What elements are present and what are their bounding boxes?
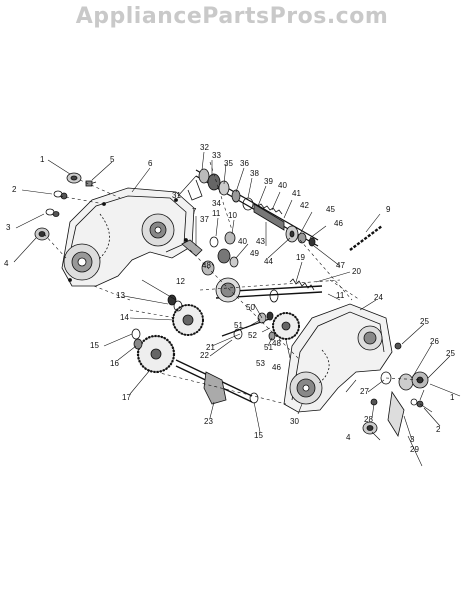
callout-10: 10 [228, 211, 237, 220]
callout-31: 31 [172, 191, 181, 200]
callout-4-right: 4 [346, 433, 351, 442]
callout-36: 36 [240, 159, 249, 168]
callout-7: 7 [192, 207, 197, 216]
callout-16: 16 [110, 359, 119, 368]
callout-6: 6 [148, 159, 153, 168]
callout-5: 5 [110, 155, 115, 164]
leader-lines [13, 151, 461, 467]
callout-11-mid: 11 [336, 291, 345, 300]
callout-50: 50 [246, 303, 255, 312]
callout-11-top: 11 [212, 209, 221, 218]
callout-35: 35 [224, 159, 233, 168]
callout-53: 53 [256, 359, 265, 368]
callout-15-bottom: 15 [254, 431, 263, 440]
callout-2: 2 [12, 185, 17, 194]
right-housing [283, 303, 393, 413]
callout-40-top: 40 [278, 181, 287, 190]
callout-17: 17 [122, 393, 131, 402]
callout-21: 21 [206, 343, 215, 352]
callout-25-right: 25 [446, 349, 455, 358]
callout-49: 49 [250, 249, 259, 258]
callout-33: 33 [212, 151, 221, 160]
callout-23: 23 [204, 417, 213, 426]
chain-part [349, 225, 383, 251]
callout-1-right: 1 [450, 393, 455, 402]
callout-47: 47 [336, 261, 345, 270]
callout-48-mid: 48 [272, 339, 281, 348]
callout-51-lower: 51 [264, 343, 273, 352]
callout-3: 3 [6, 223, 11, 232]
callout-44: 44 [264, 257, 273, 266]
callout-42: 42 [300, 201, 309, 210]
callout-39: 39 [264, 177, 273, 186]
callout-45: 45 [326, 205, 335, 214]
callout-46-top: 46 [334, 219, 343, 228]
callout-15-left: 15 [90, 341, 99, 350]
callout-43: 43 [256, 237, 265, 246]
watermark-text: AppliancePartsPros.com [75, 4, 389, 29]
callout-25-top: 25 [420, 317, 429, 326]
callout-19: 19 [296, 253, 305, 262]
right-fasteners [362, 342, 429, 438]
callout-48-top: 48 [202, 261, 211, 270]
callout-2-right: 2 [436, 425, 441, 434]
left-fasteners [34, 172, 97, 241]
callout-29: 29 [410, 445, 419, 454]
callout-52: 52 [248, 331, 257, 340]
callout-32: 32 [200, 143, 209, 152]
middle-shaft-19 [201, 260, 323, 303]
callout-13: 13 [116, 291, 125, 300]
callout-37: 37 [200, 215, 209, 224]
callout-28: 28 [364, 415, 373, 424]
callout-40-mid: 40 [238, 237, 247, 246]
callout-12: 12 [176, 277, 185, 286]
callout-4: 4 [4, 259, 9, 268]
lower-gear-assembly [131, 328, 259, 405]
callout-22: 22 [200, 351, 209, 360]
callout-41: 41 [292, 189, 301, 198]
callout-30: 30 [290, 417, 299, 426]
callout-46-mid: 46 [272, 363, 281, 372]
callout-34: 34 [212, 199, 221, 208]
callout-1: 1 [40, 155, 45, 164]
left-housing [61, 187, 195, 287]
callout-26: 26 [430, 337, 439, 346]
callout-labels: 1 2 3 4 5 6 7 9 10 11 11 12 13 14 15 15 … [4, 143, 455, 454]
callout-3-right: 3 [410, 435, 415, 444]
callout-24: 24 [374, 293, 383, 302]
callout-38: 38 [250, 169, 259, 178]
callout-51-upper: 51 [234, 321, 243, 330]
callout-27: 27 [360, 387, 369, 396]
callout-20: 20 [352, 267, 361, 276]
callout-14: 14 [120, 313, 129, 322]
callout-9: 9 [386, 205, 391, 214]
gear-train [167, 294, 300, 341]
alignment-lines [43, 161, 425, 405]
